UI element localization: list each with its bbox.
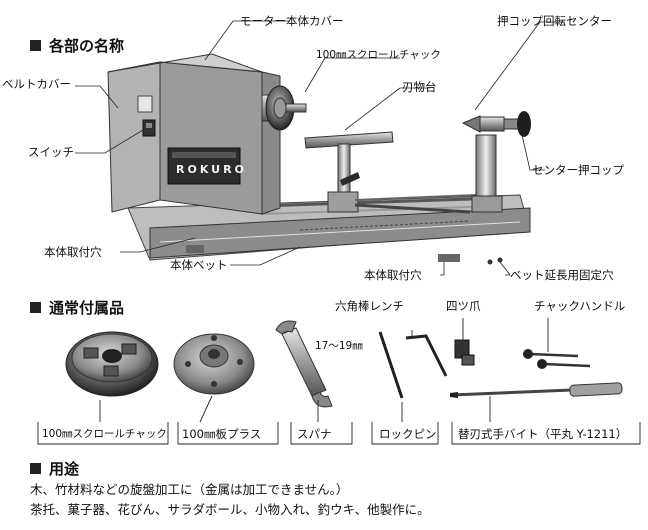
- lathe-machine: [107, 53, 531, 265]
- square-bullet-icon: [30, 463, 41, 474]
- label-scroll-chuck: 100㎜スクロールチャック: [42, 428, 167, 440]
- label-face-plate: 100㎜板プラス: [182, 427, 262, 441]
- label-bed: 本体ベット: [170, 258, 228, 272]
- label-motor-cover: モーター本体カバー: [240, 14, 344, 28]
- usage-line-2: 茶托、菓子器、花びん、サラダボール、小物入れ、釣ウキ、他製作に。: [30, 502, 430, 517]
- label-spanner: スパナ: [297, 427, 332, 441]
- part-leader-lines: [75, 20, 565, 276]
- section-accessories-title: 通常付属品: [30, 297, 124, 318]
- label-switch: スイッチ: [28, 145, 74, 159]
- replaceable-bit-illustration: [450, 382, 623, 398]
- brand-plate-text: ROKURO: [176, 163, 247, 176]
- hex-wrench-illustration: [405, 334, 448, 377]
- motor-housing-front: [159, 61, 263, 215]
- lock-pin-illustration: [378, 331, 404, 399]
- label-bed-ext-hole: ベット延長用固定穴: [510, 268, 614, 282]
- chuck-handle-illustration: [523, 349, 591, 369]
- accessory-label-frames: [37, 318, 641, 445]
- label-spanner-size: 17～19㎜: [315, 340, 363, 352]
- label-tool-rest: 刃物台: [402, 80, 437, 94]
- square-bullet-icon: [30, 302, 41, 313]
- four-jaw-illustration: [454, 339, 475, 366]
- label-center-cup: センター押コップ: [532, 163, 624, 177]
- label-belt-cover: ベルトカバー: [2, 77, 71, 91]
- label-replaceable-bit: 替刃式手バイト（平丸 Y-1211）: [458, 427, 628, 441]
- usage-line-1: 木、竹材料などの旋盤加工に（金属は加工できません。）: [30, 482, 349, 497]
- label-lock-pin: ロックピン: [379, 427, 437, 441]
- bed-front: [149, 207, 531, 259]
- label-center-rotating: 押コップ回転センター: [497, 14, 612, 28]
- foot-left: [186, 245, 204, 253]
- label-chuck-100: 100㎜スクロールチャック: [316, 49, 441, 61]
- accessories-illustrations: [65, 320, 623, 408]
- foot-right: [438, 254, 460, 262]
- label-chuck-handle: チャックハンドル: [534, 299, 626, 313]
- tool-rest-bar: [304, 131, 394, 149]
- square-bullet-icon: [30, 40, 41, 51]
- scroll-chuck-illustration: [65, 331, 159, 397]
- section-usage-title: 用途: [30, 458, 79, 479]
- label-hex-wrench: 六角棒レンチ: [335, 299, 404, 313]
- spanner-illustration: [275, 320, 333, 408]
- motor-housing-side: [107, 61, 161, 213]
- label-mount-hole-left: 本体取付穴: [44, 245, 102, 259]
- tailstock-handwheel: [517, 111, 531, 137]
- face-plate-illustration: [173, 333, 255, 395]
- label-four-jaw: 四ツ爪: [446, 299, 481, 313]
- live-center-tip: [461, 115, 481, 133]
- label-mount-hole-right: 本体取付穴: [364, 268, 422, 282]
- section-parts-title: 各部の名称: [30, 35, 124, 56]
